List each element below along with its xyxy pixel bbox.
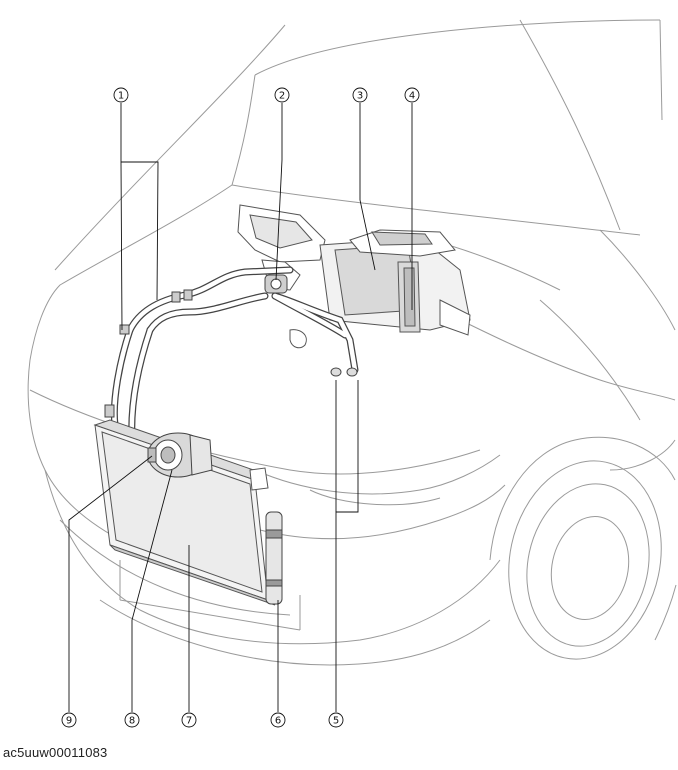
callout-5: 5 bbox=[328, 712, 344, 728]
evaporator-unit bbox=[319, 229, 471, 336]
compressor bbox=[147, 432, 213, 478]
callout-6-label: 6 bbox=[275, 716, 281, 727]
leader-lines bbox=[68, 103, 413, 712]
expansion-valve bbox=[264, 274, 288, 294]
callout-1: 1 bbox=[113, 87, 129, 103]
callout-5-label: 5 bbox=[333, 716, 339, 727]
callout-3-label: 3 bbox=[357, 91, 363, 102]
callout-7: 7 bbox=[181, 712, 197, 728]
receiver-drier bbox=[265, 511, 283, 605]
callout-9-label: 9 bbox=[66, 716, 72, 727]
figure-code: ac5uuw00011083 bbox=[3, 745, 108, 760]
callout-4: 4 bbox=[404, 87, 420, 103]
callout-4-label: 4 bbox=[409, 91, 415, 102]
heater-core bbox=[397, 261, 421, 333]
callout-8-label: 8 bbox=[129, 716, 135, 727]
callout-1-label: 1 bbox=[118, 91, 124, 102]
callout-2-label: 2 bbox=[279, 91, 285, 102]
pressure-sensor bbox=[147, 447, 157, 463]
callout-9: 9 bbox=[61, 712, 77, 728]
car-body bbox=[27, 19, 677, 666]
refrigerant-pipes bbox=[104, 266, 359, 474]
callout-6: 6 bbox=[270, 712, 286, 728]
callout-3: 3 bbox=[352, 87, 368, 103]
callout-2: 2 bbox=[274, 87, 290, 103]
callout-8: 8 bbox=[124, 712, 140, 728]
callout-7-label: 7 bbox=[186, 716, 192, 727]
